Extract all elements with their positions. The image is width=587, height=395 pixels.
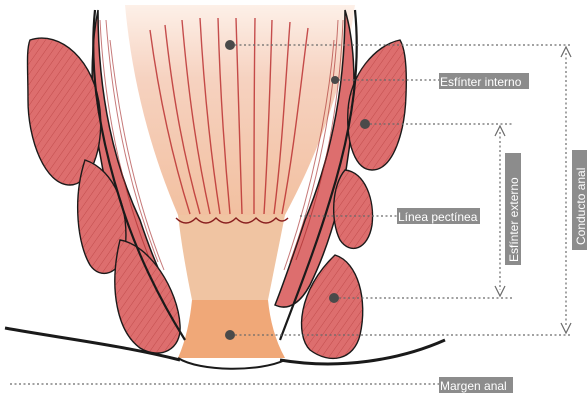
label-anal-margin: Margen anal	[439, 377, 513, 393]
anoderm	[178, 300, 285, 358]
external-sphincter-arrow	[495, 126, 505, 296]
label-external-sphincter: Esfínter externo	[505, 153, 521, 265]
marker-dot-internal-sphincter	[331, 76, 339, 84]
svg-text:Esfínter externo: Esfínter externo	[507, 177, 521, 262]
label-anal-canal: Conducto anal	[572, 150, 587, 250]
transitional-zone	[178, 215, 285, 300]
svg-text:Conducto anal: Conducto anal	[574, 168, 587, 245]
svg-text:Esfínter interno: Esfínter interno	[440, 75, 522, 89]
marker-dot-canal-bottom	[225, 330, 235, 340]
label-pectinate-line: Línea pectínea	[397, 208, 480, 224]
anal-margin-curve	[178, 358, 285, 369]
marker-dot-external-top	[360, 119, 370, 129]
marker-dot-canal-top	[225, 40, 235, 50]
marker-dot-external-bottom	[329, 293, 339, 303]
svg-text:Línea pectínea: Línea pectínea	[398, 210, 478, 224]
svg-text:Margen anal: Margen anal	[440, 379, 507, 393]
label-internal-sphincter: Esfínter interno	[439, 73, 529, 89]
anal-canal-arrow	[561, 47, 571, 333]
